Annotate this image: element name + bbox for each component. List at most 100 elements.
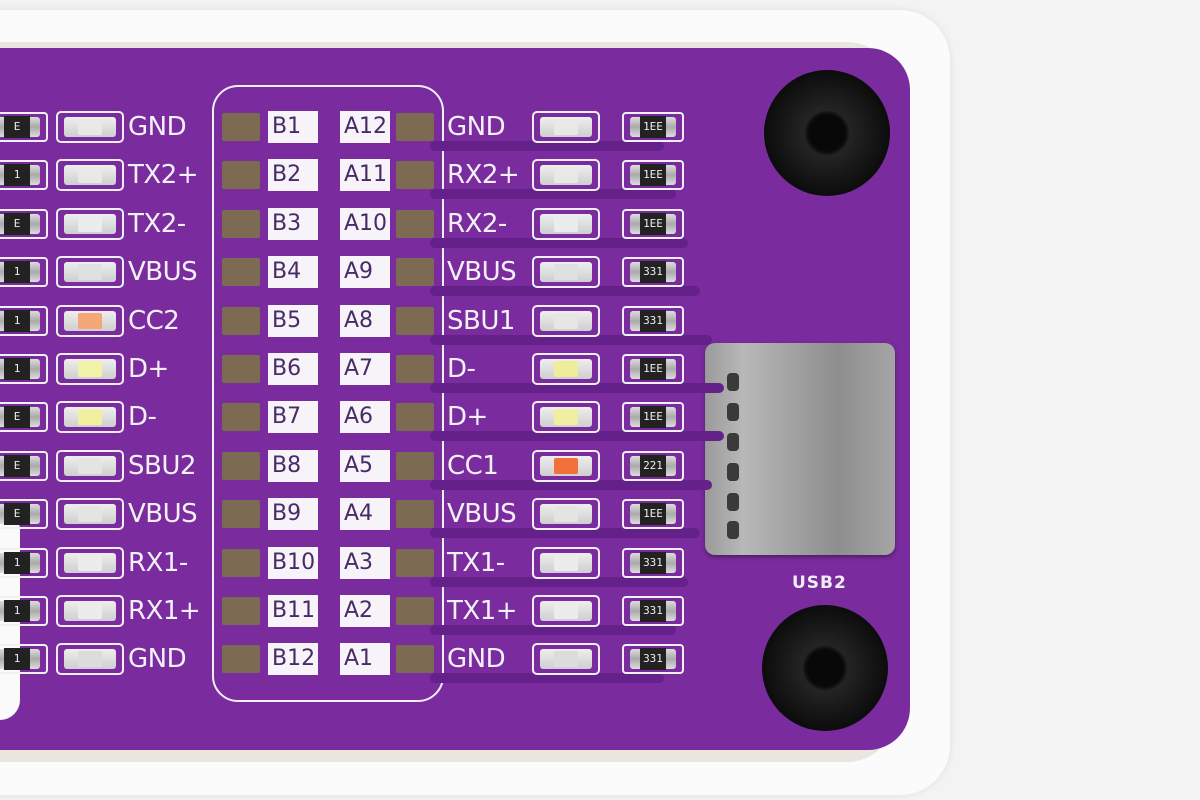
resistor-code: 1EE <box>640 358 666 380</box>
pin-label-a: A9 <box>340 256 390 289</box>
led-left <box>56 546 124 579</box>
pin-row: 1 GND B12 A1 GND 331 <box>0 639 910 679</box>
resistor-right: 331 <box>622 257 684 288</box>
pin-label-a: A11 <box>340 159 390 192</box>
pin-label-a: A3 <box>340 546 390 579</box>
pin-label-b: B2 <box>268 159 318 192</box>
pin-row: 1 RX1- B10 A3 TX1- 331 <box>0 543 910 583</box>
led-right <box>532 498 600 531</box>
trace <box>430 431 724 442</box>
pin-label-a: A12 <box>340 111 390 143</box>
pin-row: E D- B7 A6 D+ 1EE <box>0 397 910 437</box>
resistor-right: 221 <box>622 450 684 481</box>
led-right <box>532 401 600 434</box>
signal-label-left: D+ <box>128 354 169 384</box>
pad-a <box>396 306 434 335</box>
led-right <box>532 449 600 482</box>
pin-label-b: B9 <box>268 498 318 531</box>
pin-label-b: B11 <box>268 595 318 627</box>
resistor-right: 1EE <box>622 354 684 384</box>
trace <box>430 237 688 248</box>
screw-bottom <box>762 605 888 731</box>
led-right <box>532 111 600 143</box>
pad-b <box>222 258 260 287</box>
led-right <box>532 353 600 385</box>
pin-label-a: A10 <box>340 207 390 240</box>
signal-label-left: RX1- <box>128 547 188 578</box>
resistor-right: 1EE <box>622 208 684 239</box>
led-left <box>56 595 124 627</box>
signal-label-left: D- <box>128 402 157 433</box>
pad-a <box>396 209 434 238</box>
pad-a <box>396 113 434 141</box>
pad-a <box>396 597 434 625</box>
pad-a <box>396 403 434 432</box>
pad-b <box>222 355 260 383</box>
signal-label-right: TX1+ <box>447 596 518 626</box>
pin-label-b: B3 <box>268 207 318 240</box>
resistor-code: 1EE <box>640 212 666 235</box>
pad-b <box>222 597 260 625</box>
resistor-right: 1EE <box>622 160 684 191</box>
trace <box>430 286 700 297</box>
led-right <box>532 159 600 192</box>
pin-label-a: A8 <box>340 304 390 337</box>
pin-label-b: B4 <box>268 256 318 289</box>
trace <box>430 383 724 393</box>
resistor-code: 1 <box>4 261 30 284</box>
pad-a <box>396 161 434 190</box>
signal-label-right: GND <box>447 112 506 142</box>
pad-a <box>396 548 434 577</box>
pin-row: 1 RX1+ B11 A2 TX1+ 331 <box>0 591 910 631</box>
resistor-left: 1 <box>0 547 48 578</box>
resistor-code: E <box>4 212 30 235</box>
resistor-code: 1 <box>4 648 30 671</box>
led-right <box>532 304 600 337</box>
resistor-right: 331 <box>622 596 684 626</box>
resistor-code: 331 <box>640 600 666 622</box>
led-left <box>56 353 124 385</box>
signal-label-left: CC2 <box>128 305 180 336</box>
hex-socket-icon <box>802 645 848 691</box>
pin-label-a: A6 <box>340 401 390 434</box>
usb-c-connector <box>705 343 895 555</box>
signal-label-left: VBUS <box>128 499 198 530</box>
led-left <box>56 207 124 240</box>
screw-top <box>764 70 890 196</box>
resistor-code: 331 <box>640 551 666 574</box>
signal-label-left: SBU2 <box>128 450 196 481</box>
pin-label-a: A2 <box>340 595 390 627</box>
signal-label-right: VBUS <box>447 257 517 288</box>
resistor-code: 1EE <box>640 164 666 187</box>
signal-label-left: TX2+ <box>128 160 199 191</box>
led-left <box>56 498 124 531</box>
resistor-right: 1EE <box>622 499 684 530</box>
resistor-code: E <box>4 116 30 138</box>
led-right <box>532 643 600 676</box>
pin-label-b: B10 <box>268 546 318 579</box>
resistor-code: 331 <box>640 309 666 332</box>
pad-b <box>222 306 260 335</box>
trace <box>430 673 664 684</box>
pin-row: E TX2- B3 A10 RX2- 1EE <box>0 204 910 244</box>
resistor-code: 331 <box>640 648 666 671</box>
pin-row: E GND B1 A12 GND 1EE <box>0 107 910 147</box>
signal-label-left: GND <box>128 644 187 675</box>
trace <box>430 528 700 539</box>
resistor-code: 221 <box>640 454 666 477</box>
signal-label-right: D+ <box>447 402 488 433</box>
pin-label-b: B1 <box>268 111 318 143</box>
resistor-left: 1 <box>0 305 48 336</box>
pin-label-b: B8 <box>268 449 318 482</box>
signal-label-left: VBUS <box>128 257 198 288</box>
pin-label-b: B5 <box>268 304 318 337</box>
resistor-left: E <box>0 450 48 481</box>
signal-label-right: SBU1 <box>447 305 515 336</box>
pad-b <box>222 500 260 529</box>
resistor-code: E <box>4 454 30 477</box>
signal-label-right: RX2- <box>447 208 507 239</box>
pad-a <box>396 258 434 287</box>
led-left <box>56 643 124 676</box>
resistor-right: 331 <box>622 644 684 675</box>
pin-row: 1 D+ B6 A7 D- 1EE <box>0 349 910 389</box>
